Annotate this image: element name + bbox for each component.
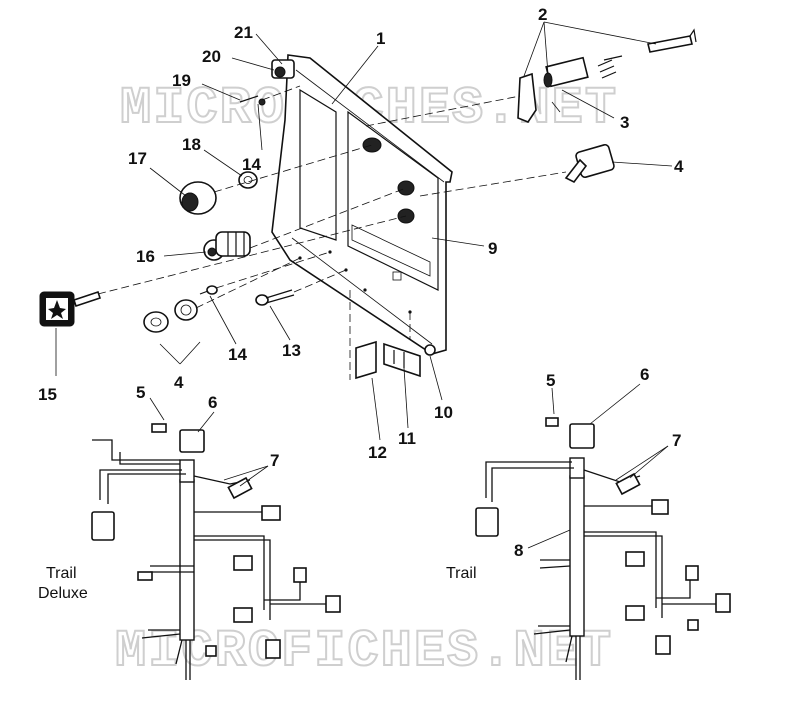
callout-17: 17 — [128, 149, 147, 168]
callout-5-right: 5 — [546, 371, 555, 390]
callout-3: 3 — [620, 113, 629, 132]
callout-10: 10 — [434, 403, 453, 422]
callout-11: 11 — [398, 429, 416, 448]
caption-trail-deluxe-line2: Deluxe — [38, 585, 88, 602]
callout-7-left: 7 — [270, 451, 279, 470]
callout-16: 16 — [136, 247, 155, 266]
callout-14-lower: 14 — [228, 345, 247, 364]
callout-8: 8 — [514, 541, 523, 560]
knob-nut-17 — [179, 181, 217, 215]
callout-1: 1 — [376, 29, 385, 48]
toggle-switch — [564, 143, 615, 184]
callout-19: 19 — [172, 71, 191, 90]
caption-trail: Trail — [446, 565, 477, 582]
screw-14-lower — [199, 285, 218, 295]
callout-15: 15 — [38, 385, 57, 404]
ignition-switch-16 — [203, 231, 251, 261]
harness-trail-deluxe — [91, 423, 341, 680]
callout-4-toggle: 4 — [674, 157, 684, 176]
callout-21: 21 — [234, 23, 253, 42]
callout-leaders — [55, 21, 673, 441]
callout-9: 9 — [488, 239, 497, 258]
caption-trail-deluxe-line1: Trail — [46, 565, 77, 582]
key-15 — [39, 290, 102, 327]
callout-5-left: 5 — [136, 383, 145, 402]
lock-washer-18 — [238, 171, 258, 189]
callout-6-right: 6 — [640, 365, 649, 384]
callout-7-right: 7 — [672, 431, 681, 450]
watermark-bottom: MICROFICHES.NET — [115, 622, 613, 681]
callout-6-left: 6 — [208, 393, 217, 412]
screw-19 — [239, 95, 266, 106]
callout-18: 18 — [182, 135, 201, 154]
light-socket-20-21 — [271, 59, 295, 79]
callout-14-upper: 14 — [242, 155, 261, 174]
callout-4-nuts: 4 — [174, 373, 184, 392]
assembly-lines — [97, 85, 567, 380]
callout-12: 12 — [368, 443, 387, 462]
harness-trail — [475, 417, 731, 680]
callout-2: 2 — [538, 5, 547, 24]
nut-lower-4 — [143, 299, 198, 333]
callout-20: 20 — [202, 47, 221, 66]
switch-assembly — [517, 28, 697, 123]
harness-leaders — [149, 383, 669, 487]
callout-13: 13 — [282, 341, 301, 360]
bracket-11-12 — [355, 340, 436, 380]
bolt-13 — [255, 289, 295, 306]
